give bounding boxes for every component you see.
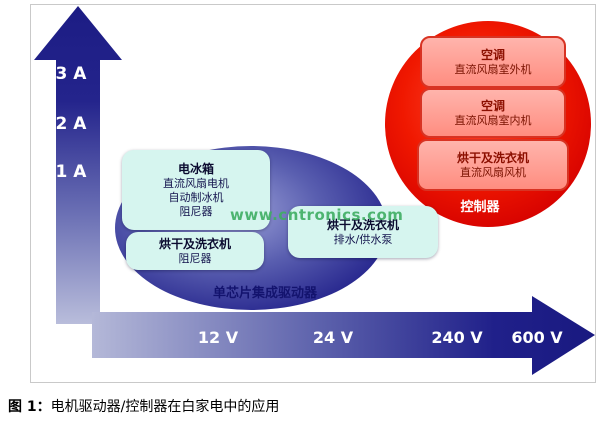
box-line: 阻尼器 [178,251,212,265]
controller-group-label: 控制器 [460,200,500,215]
box-title: 电冰箱 [177,161,214,176]
box-line: 直流风扇电机 [163,176,229,190]
box-line: 直流风扇风机 [460,165,526,179]
current-axis-label: 3 A [55,64,87,84]
driver-box-washer-pump: 烘干及洗衣机 排水/供水泵 [288,206,438,258]
box-title: 烘干及洗衣机 [326,217,399,232]
figure-caption-text: 电机驱动器/控制器在白家电中的应用 [50,399,280,415]
voltage-axis-arrow [92,296,595,375]
box-line: 排水/供水泵 [333,232,393,246]
box-line: 阻尼器 [179,204,213,218]
box-title: 空调 [480,47,505,62]
box-title: 烘干及洗衣机 [158,236,231,251]
controller-box-washer-fan: 烘干及洗衣机 直流风扇风机 [417,139,569,191]
driver-box-refrigerator: 电冰箱 直流风扇电机 自动制冰机 阻尼器 [122,150,270,230]
driver-group-label: 单芯片集成驱动器 [212,286,317,301]
voltage-axis-label: 12 V [197,328,239,347]
watermark: www.cntronics.com [230,206,404,224]
figure-caption-prefix: 图 1： [8,399,51,415]
box-title: 烘干及洗衣机 [456,150,529,165]
voltage-axis-label: 24 V [312,328,354,347]
controller-box-ac-indoor: 空调 直流风扇室内机 [420,88,566,138]
box-line: 直流风扇室内机 [454,113,532,127]
figure-caption: 图 1：电机驱动器/控制器在白家电中的应用 [8,396,279,416]
current-axis-label: 1 A [55,162,87,182]
box-line: 直流风扇室外机 [454,62,532,76]
voltage-axis-label: 240 V [431,328,483,347]
box-line: 自动制冰机 [168,190,224,204]
controller-box-ac-outdoor: 空调 直流风扇室外机 [420,36,566,88]
driver-box-washer-damper: 烘干及洗衣机 阻尼器 [126,232,264,270]
box-title: 空调 [480,98,505,113]
voltage-axis-label: 600 V [511,328,563,347]
current-axis-arrow [34,6,122,324]
current-axis-label: 2 A [55,114,87,134]
